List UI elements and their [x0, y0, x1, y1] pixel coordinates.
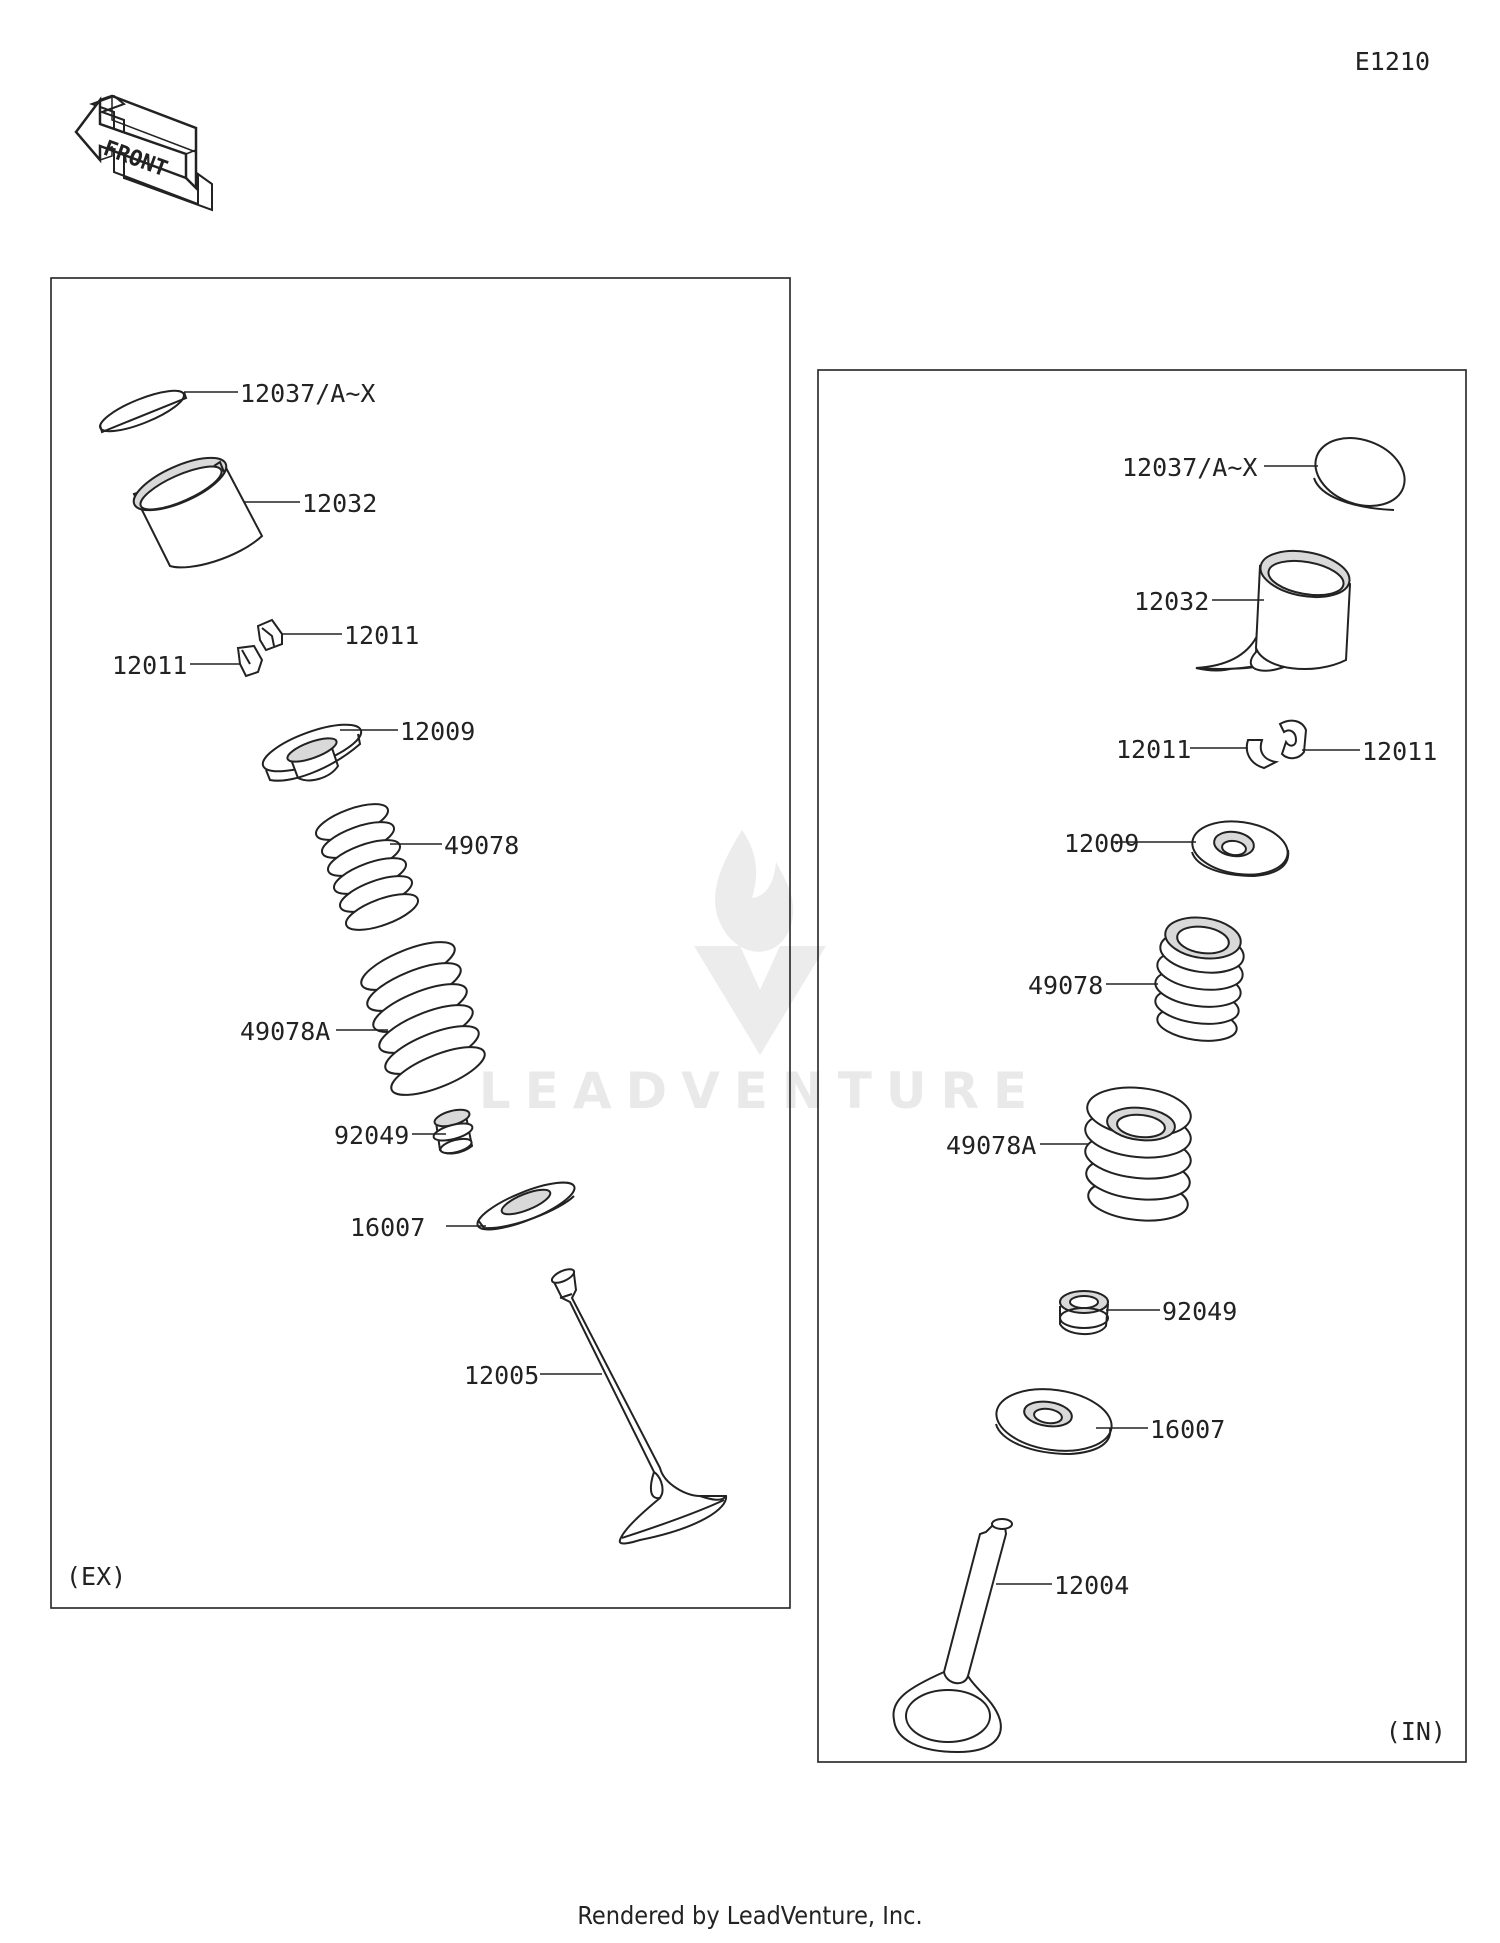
ex-inner-spring-label: 49078	[444, 831, 519, 860]
in-outer-spring[interactable]	[1083, 1083, 1193, 1225]
ex-stem-seal-label: 92049	[334, 1121, 409, 1150]
in-valve[interactable]	[892, 1518, 1013, 1754]
in-cotter-left[interactable]	[1245, 739, 1280, 770]
in-tappet-label: 12032	[1134, 587, 1209, 616]
in-retainer[interactable]	[1189, 816, 1291, 881]
ex-inner-spring[interactable]	[312, 797, 422, 937]
in-stem-seal-label: 92049	[1162, 1297, 1237, 1326]
ex-tappet[interactable]	[127, 447, 264, 569]
ex-outer-spring[interactable]	[356, 932, 491, 1104]
intake-panel: (IN) 12037/A~X 12032 12011 12011	[817, 369, 1467, 1763]
in-tappet[interactable]	[1195, 545, 1353, 672]
ex-cotter-left-label: 12011	[112, 651, 187, 680]
ex-retainer-label: 12009	[400, 717, 475, 746]
ex-outer-spring-label: 49078A	[240, 1017, 330, 1046]
in-spring-seat[interactable]	[992, 1382, 1115, 1458]
in-inner-spring[interactable]	[1153, 913, 1246, 1046]
ex-valve[interactable]	[550, 1266, 728, 1545]
exhaust-panel-frame	[50, 277, 791, 1609]
in-shim[interactable]	[1306, 426, 1414, 518]
ex-tappet-label: 12032	[302, 489, 377, 518]
ex-shim-label: 12037/A~X	[240, 379, 375, 408]
in-spring-seat-label: 16007	[1150, 1415, 1225, 1444]
ex-cotter-left[interactable]	[236, 644, 264, 678]
ex-cotter-right-label: 12011	[344, 621, 419, 650]
in-retainer-label: 12009	[1064, 829, 1139, 858]
ex-stem-seal[interactable]	[432, 1107, 474, 1156]
ex-shim[interactable]	[96, 383, 188, 439]
ex-valve-label: 12005	[464, 1361, 539, 1390]
intake-panel-tag: (IN)	[1386, 1717, 1446, 1746]
watermark: LEADVENTURE	[479, 830, 1041, 1120]
ex-cotter-right[interactable]	[256, 618, 283, 652]
ex-spring-seat-label: 16007	[350, 1213, 425, 1242]
footer-credit: Rendered by LeadVenture, Inc.	[577, 1901, 922, 1930]
ex-retainer[interactable]	[258, 715, 367, 782]
exhaust-panel: (EX) 12037/A~X 12032 12011 12011	[50, 277, 791, 1609]
in-valve-label: 12004	[1054, 1571, 1129, 1600]
in-cotter-left-label: 12011	[1116, 735, 1191, 764]
diagram-code: E1210	[1355, 47, 1430, 76]
front-arrow-icon: FRONT	[74, 94, 213, 212]
in-outer-spring-label: 49078A	[946, 1131, 1036, 1160]
intake-panel-frame	[817, 369, 1467, 1763]
exhaust-panel-tag: (EX)	[66, 1562, 126, 1591]
watermark-logo-icon	[694, 830, 826, 1055]
in-stem-seal[interactable]	[1059, 1290, 1109, 1335]
in-cotter-right[interactable]	[1278, 719, 1308, 760]
in-cotter-right-label: 12011	[1362, 737, 1437, 766]
ex-spring-seat[interactable]	[473, 1174, 580, 1239]
in-inner-spring-label: 49078	[1028, 971, 1103, 1000]
watermark-text: LEADVENTURE	[479, 1062, 1041, 1120]
in-shim-label: 12037/A~X	[1122, 453, 1257, 482]
